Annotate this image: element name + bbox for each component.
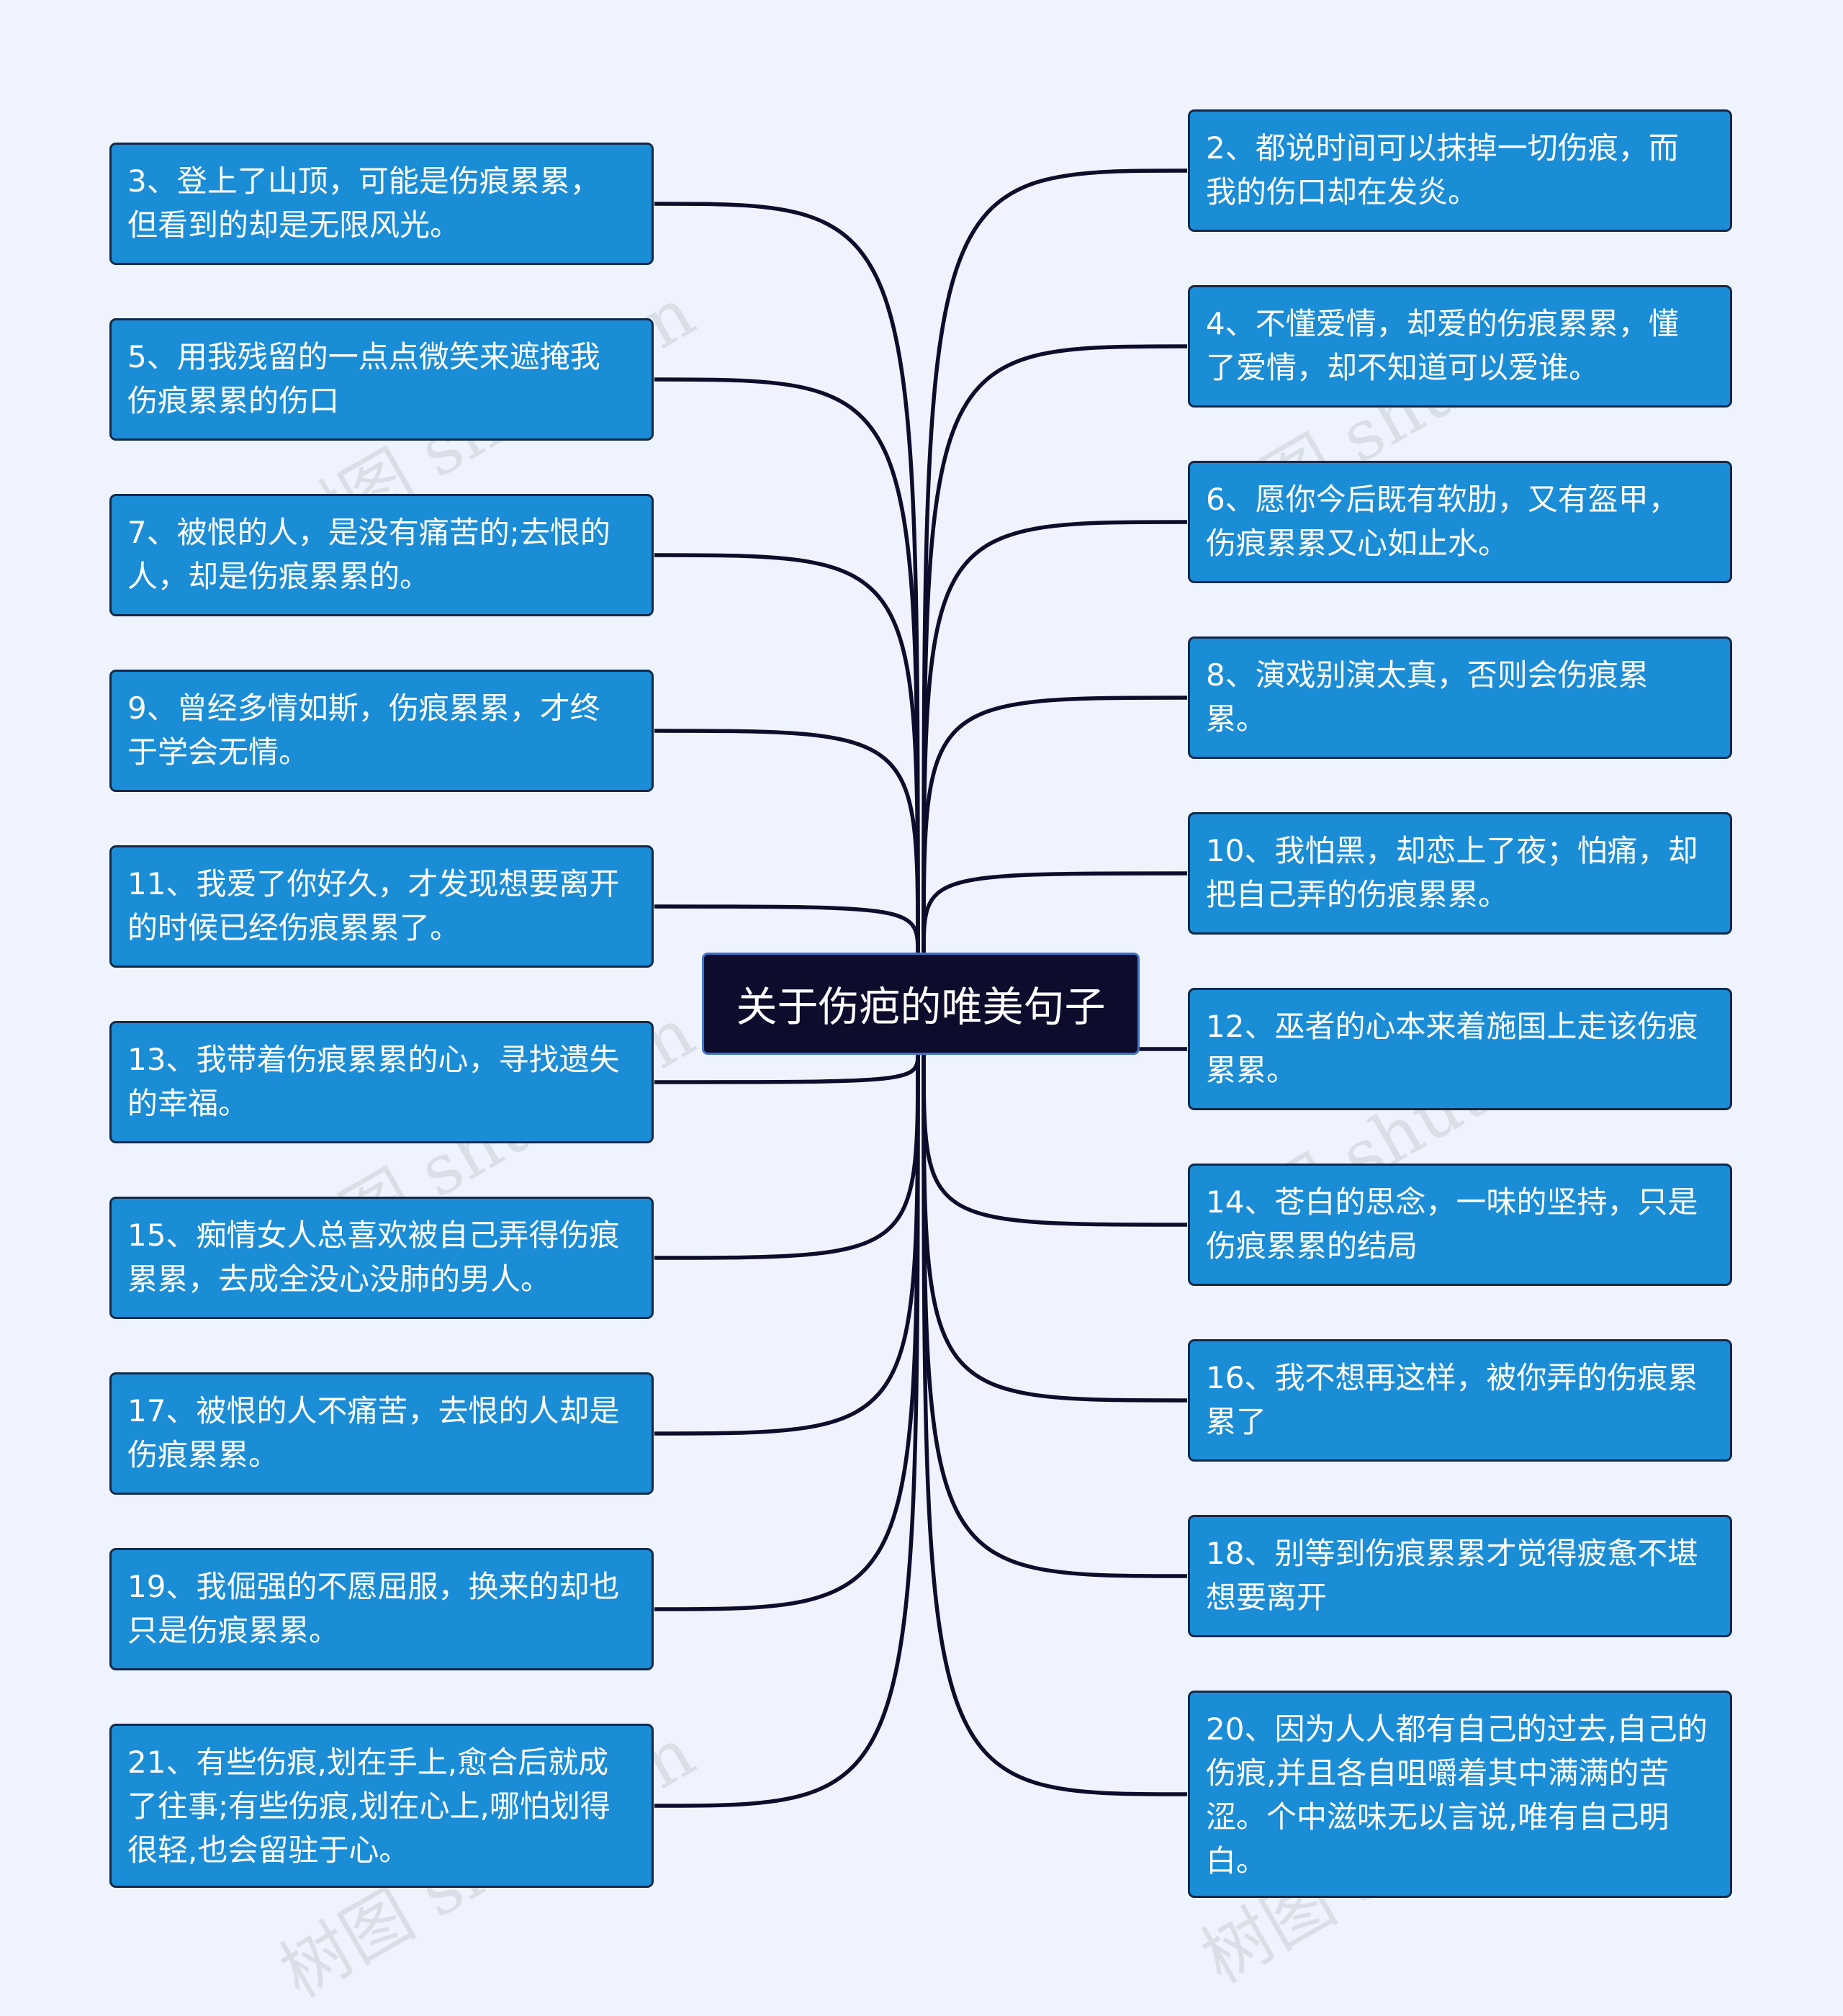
connector-line bbox=[922, 696, 1188, 956]
topic-node-label: 5、用我残留的一点点微笑来遮掩我伤痕累累的伤口 bbox=[127, 339, 600, 418]
topic-node-label: 21、有些伤痕,划在手上,愈合后就成了往事;有些伤痕,划在心上,哪怕划得很轻,也… bbox=[127, 1745, 610, 1868]
topic-node-18[interactable]: 18、别等到伤痕累累才觉得疲惫不堪想要离开 bbox=[1188, 1515, 1732, 1637]
topic-node-12[interactable]: 12、巫者的心本来着施国上走该伤痕累累。 bbox=[1188, 988, 1732, 1110]
connector-line bbox=[922, 168, 1188, 956]
topic-node-6[interactable]: 6、愿你今后既有软肋，又有盔甲，伤痕累累又心如止水。 bbox=[1188, 461, 1732, 583]
topic-node-label: 4、不懂爱情，却爱的伤痕累累，懂了爱情，却不知道可以爱谁。 bbox=[1206, 306, 1679, 385]
topic-node-label: 13、我带着伤痕累累的心，寻找遗失的幸福。 bbox=[127, 1042, 620, 1121]
topic-node-label: 8、演戏别演太真，否则会伤痕累累。 bbox=[1206, 657, 1649, 737]
topic-node-17[interactable]: 17、被恨的人不痛苦，去恨的人却是伤痕累累。 bbox=[109, 1372, 654, 1495]
topic-node-3[interactable]: 3、登上了山顶，可能是伤痕累累，但看到的却是无限风光。 bbox=[109, 143, 654, 265]
topic-node-19[interactable]: 19、我倔强的不愿屈服，换来的却也只是伤痕累累。 bbox=[109, 1548, 654, 1670]
topic-node-21[interactable]: 21、有些伤痕,划在手上,愈合后就成了往事;有些伤痕,划在心上,哪怕划得很轻,也… bbox=[109, 1724, 654, 1888]
topic-node-15[interactable]: 15、痴情女人总喜欢被自己弄得伤痕累累，去成全没心没肺的男人。 bbox=[109, 1197, 654, 1319]
connector-line bbox=[922, 1051, 1188, 1796]
topic-node-label: 12、巫者的心本来着施国上走该伤痕累累。 bbox=[1206, 1009, 1698, 1088]
topic-node-5[interactable]: 5、用我残留的一点点微笑来遮掩我伤痕累累的伤口 bbox=[109, 318, 654, 441]
topic-node-label: 15、痴情女人总喜欢被自己弄得伤痕累累，去成全没心没肺的男人。 bbox=[127, 1218, 620, 1297]
topic-node-label: 11、我爱了你好久，才发现想要离开的时候已经伤痕累累了。 bbox=[127, 866, 620, 945]
topic-node-4[interactable]: 4、不懂爱情，却爱的伤痕累累，懂了爱情，却不知道可以爱谁。 bbox=[1188, 285, 1732, 408]
topic-node-label: 2、都说时间可以抹掉一切伤痕，而我的伤口却在发炎。 bbox=[1206, 130, 1679, 210]
topic-node-7[interactable]: 7、被恨的人，是没有痛苦的;去恨的人，却是伤痕累累的。 bbox=[109, 494, 654, 616]
topic-node-label: 9、曾经多情如斯，伤痕累累，才终于学会无情。 bbox=[127, 690, 600, 770]
topic-node-20[interactable]: 20、因为人人都有自己的过去,自己的伤痕,并且各自咀嚼着其中满满的苦涩。个中滋味… bbox=[1188, 1691, 1732, 1898]
topic-node-9[interactable]: 9、曾经多情如斯，伤痕累累，才终于学会无情。 bbox=[109, 670, 654, 792]
connector-line bbox=[922, 344, 1188, 956]
topic-node-label: 6、愿你今后既有软肋，又有盔甲，伤痕累累又心如止水。 bbox=[1206, 482, 1679, 561]
topic-node-label: 10、我怕黑，却恋上了夜；怕痛，却把自己弄的伤痕累累。 bbox=[1206, 833, 1698, 912]
connector-line bbox=[654, 202, 920, 956]
connector-line bbox=[654, 1051, 920, 1436]
topic-node-label: 18、别等到伤痕累累才觉得疲惫不堪想要离开 bbox=[1206, 1536, 1698, 1615]
topic-node-label: 14、苍白的思念，一味的坚持，只是伤痕累累的结局 bbox=[1206, 1184, 1698, 1264]
topic-node-label: 19、我倔强的不愿屈服，换来的却也只是伤痕累累。 bbox=[127, 1569, 620, 1648]
connector-line bbox=[654, 377, 920, 956]
connector-line bbox=[654, 904, 920, 956]
root-topic[interactable]: 关于伤疤的唯美句子 bbox=[702, 953, 1140, 1055]
connector-line bbox=[654, 553, 920, 956]
connector-line bbox=[922, 520, 1188, 956]
topic-node-label: 7、被恨的人，是没有痛苦的;去恨的人，却是伤痕累累的。 bbox=[127, 515, 610, 594]
connector-line bbox=[654, 1051, 920, 1084]
topic-node-14[interactable]: 14、苍白的思念，一味的坚持，只是伤痕累累的结局 bbox=[1188, 1164, 1732, 1286]
connector-line bbox=[654, 1051, 920, 1611]
connector-line bbox=[922, 1051, 1188, 1578]
topic-node-13[interactable]: 13、我带着伤痕累累的心，寻找遗失的幸福。 bbox=[109, 1021, 654, 1143]
topic-node-label: 3、登上了山顶，可能是伤痕累累，但看到的却是无限风光。 bbox=[127, 163, 600, 243]
topic-node-8[interactable]: 8、演戏别演太真，否则会伤痕累累。 bbox=[1188, 636, 1732, 759]
connector-line bbox=[922, 871, 1188, 956]
topic-node-label: 16、我不想再这样，被你弄的伤痕累累了 bbox=[1206, 1360, 1698, 1439]
connector-line bbox=[922, 1051, 1188, 1227]
root-topic-label: 关于伤疤的唯美句子 bbox=[736, 984, 1106, 1031]
topic-node-2[interactable]: 2、都说时间可以抹掉一切伤痕，而我的伤口却在发炎。 bbox=[1188, 109, 1732, 232]
topic-node-11[interactable]: 11、我爱了你好久，才发现想要离开的时候已经伤痕累累了。 bbox=[109, 845, 654, 968]
connector-line bbox=[654, 1051, 920, 1808]
topic-node-label: 17、被恨的人不痛苦，去恨的人却是伤痕累累。 bbox=[127, 1393, 620, 1472]
topic-node-16[interactable]: 16、我不想再这样，被你弄的伤痕累累了 bbox=[1188, 1339, 1732, 1462]
connector-line bbox=[654, 729, 920, 956]
topic-node-10[interactable]: 10、我怕黑，却恋上了夜；怕痛，却把自己弄的伤痕累累。 bbox=[1188, 812, 1732, 935]
topic-node-label: 20、因为人人都有自己的过去,自己的伤痕,并且各自咀嚼着其中满满的苦涩。个中滋味… bbox=[1206, 1711, 1708, 1878]
